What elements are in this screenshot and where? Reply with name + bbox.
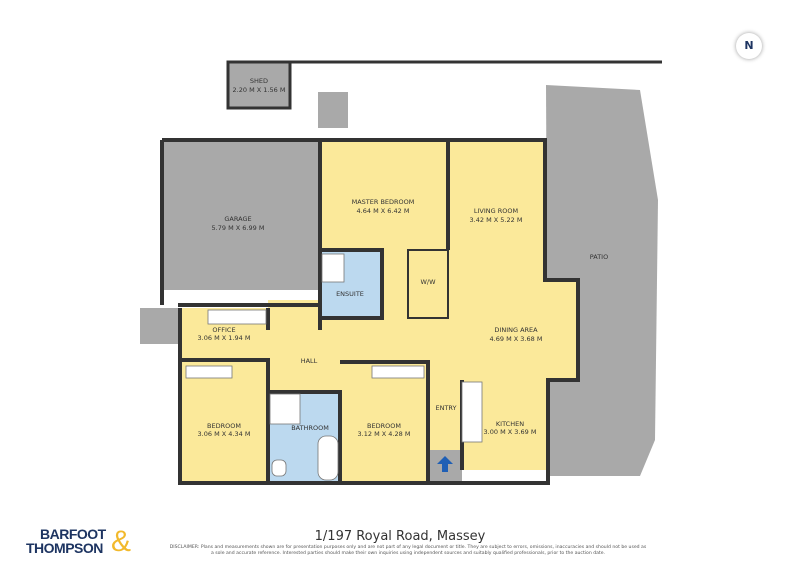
compass-label: N: [744, 39, 754, 52]
room-shed: [226, 60, 292, 110]
north-arrow-icon: N: [736, 33, 762, 59]
ensuite-name: ENSUITE: [336, 290, 364, 298]
room-garage: [162, 140, 320, 290]
disclaimer: DISCLAIMER: Plans and measurements shown…: [169, 545, 647, 556]
ww-name: W/W: [420, 278, 436, 286]
kitchen-name: KITCHEN: [496, 420, 524, 428]
logo-line2: THOMPSON: [26, 540, 103, 556]
garage-size: 5.79 M X 6.99 M: [212, 224, 265, 232]
office-size: 3.06 M X 1.94 M: [198, 334, 251, 342]
entry-name: ENTRY: [435, 404, 456, 412]
room-bedroom-2: [340, 362, 428, 483]
garage-name: GARAGE: [224, 215, 251, 223]
room-wardrobe: [407, 249, 449, 319]
logo-line1: BARFOOT: [40, 526, 106, 542]
bedroom2-size: 3.12 M X 4.28 M: [358, 430, 411, 438]
kitchen-size: 3.00 M X 3.69 M: [484, 428, 537, 436]
patio-name: PATIO: [590, 253, 608, 261]
fixtures: [185, 253, 483, 481]
outdoor-pad: [318, 92, 348, 128]
living-size: 3.42 M X 5.22 M: [470, 216, 523, 224]
living-name: LIVING ROOM: [474, 207, 518, 215]
room-bedroom-1: [180, 362, 268, 483]
bedroom2-name: BEDROOM: [367, 422, 401, 430]
entry-arrow-icon: [437, 456, 453, 472]
room-entry: [428, 380, 462, 450]
shed-name: SHED: [250, 77, 268, 85]
bathroom-name: BATHROOM: [291, 424, 329, 432]
dining-name: DINING AREA: [494, 326, 538, 334]
hall-name: HALL: [301, 357, 318, 365]
bedroom1-size: 3.06 M X 4.34 M: [198, 430, 251, 438]
shed-size: 2.20 M X 1.56 M: [233, 86, 286, 94]
property-address: 1/197 Royal Road, Massey: [314, 529, 486, 544]
bedroom1-name: BEDROOM: [207, 422, 241, 430]
office-name: OFFICE: [212, 326, 235, 334]
side-landing: [140, 308, 180, 344]
master-name: MASTER BEDROOM: [352, 198, 415, 206]
brand-logo: BARFOOT THOMPSON &: [26, 525, 136, 558]
dining-size: 4.69 M X 3.68 M: [490, 335, 543, 343]
master-size: 4.64 M X 6.42 M: [357, 207, 410, 215]
logo-ampersand: &: [111, 525, 132, 558]
